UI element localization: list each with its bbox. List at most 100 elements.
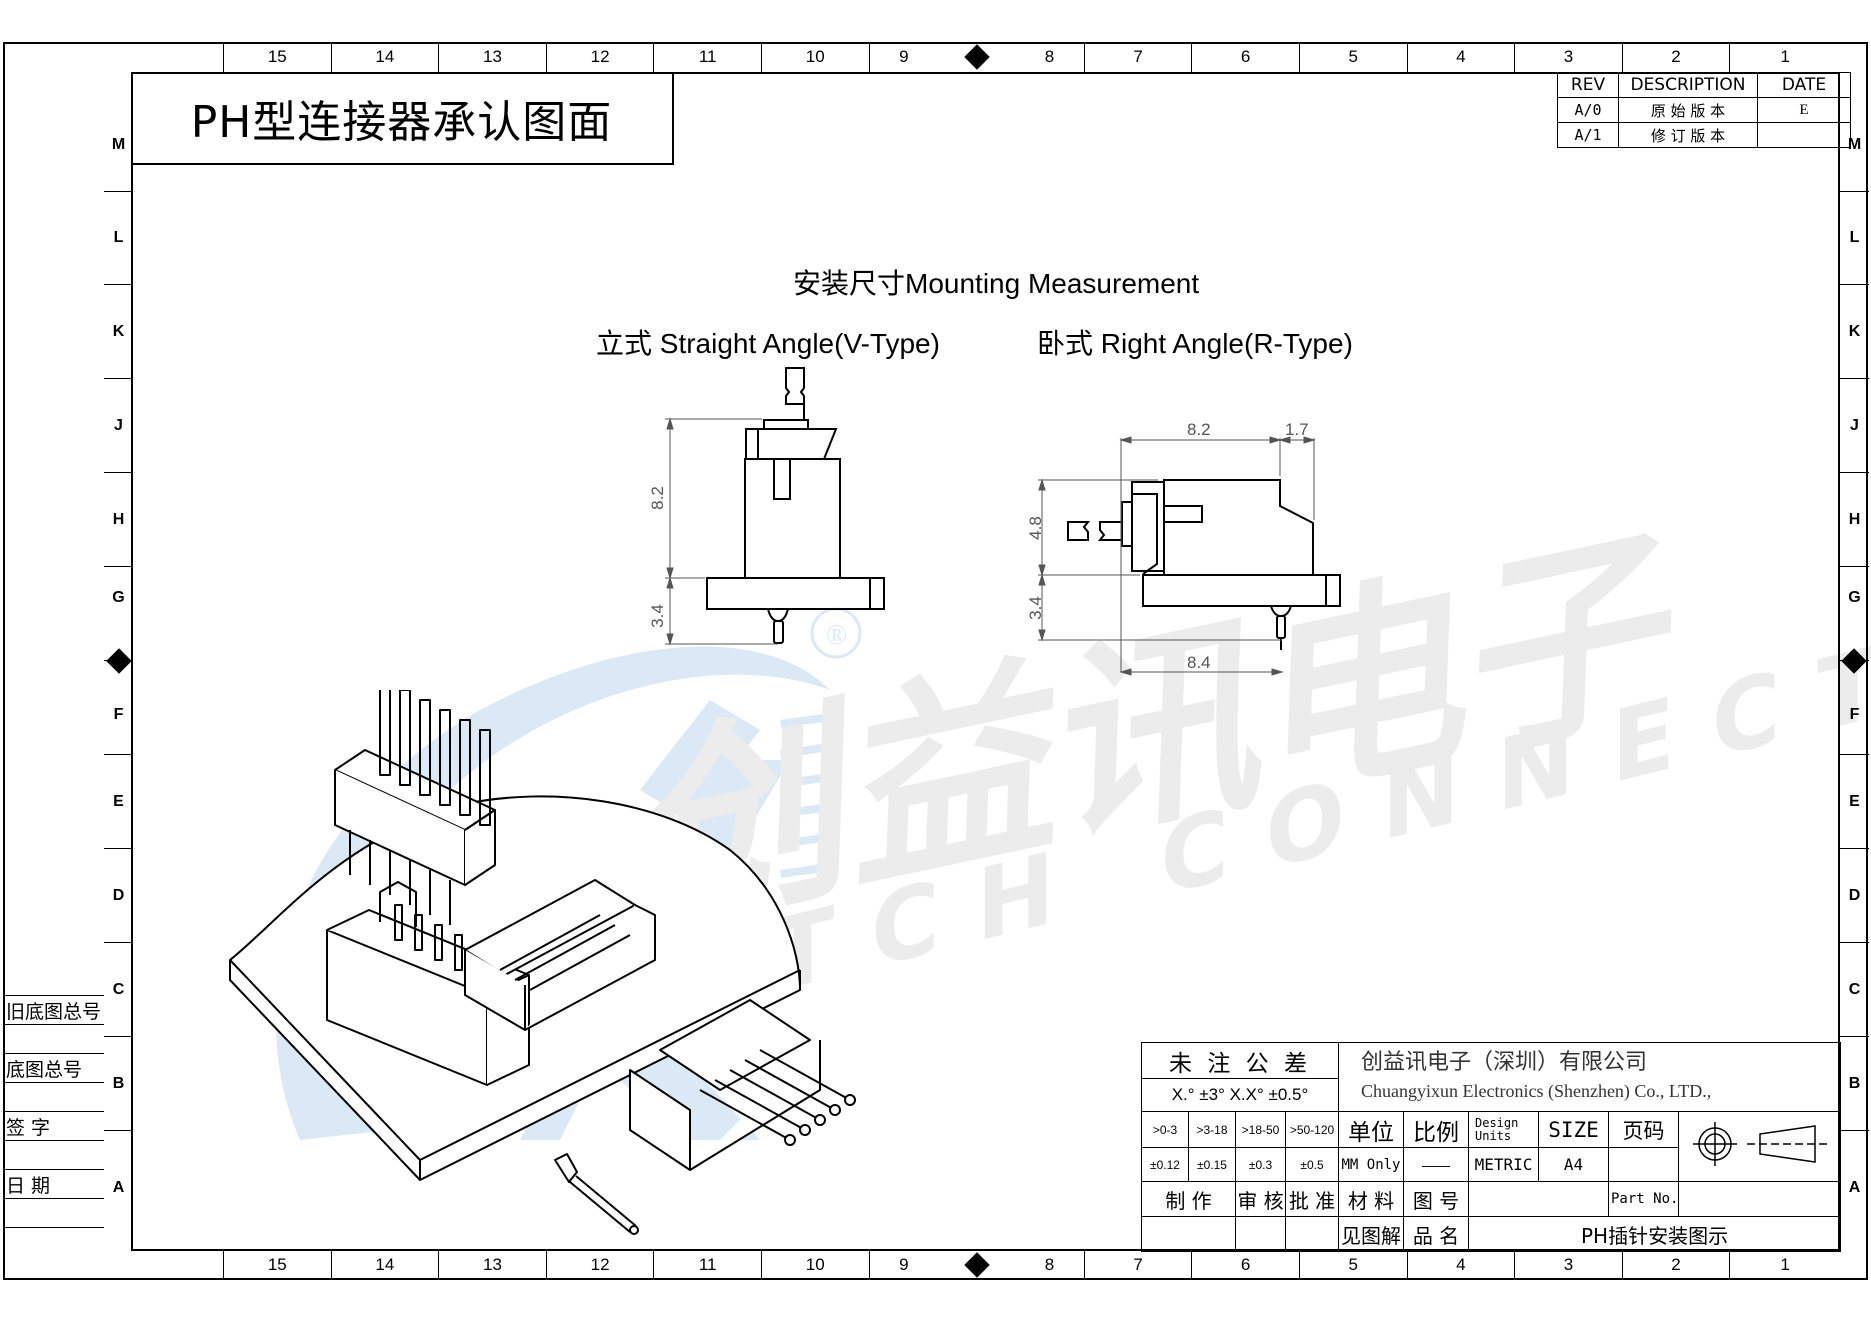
- center-mark-icon: [963, 1252, 990, 1278]
- right-ruler: M L K J H G F E D C B A: [1840, 98, 1869, 1251]
- date-field[interactable]: [3, 1198, 104, 1227]
- col-13: 13: [438, 42, 546, 72]
- row-H: H: [104, 472, 133, 566]
- date-label: 日 期: [3, 1169, 104, 1198]
- straight-angle-label: 立式 Straight Angle(V-Type): [596, 328, 940, 359]
- row-G: G: [104, 566, 133, 660]
- projection-symbol-cell: [1677, 1111, 1842, 1182]
- drawing-title: PH型连接器承认图面: [131, 72, 674, 165]
- right-angle-drawing: [1038, 436, 1341, 676]
- outer-border: [3, 42, 1868, 1280]
- right-angle-label: 卧式 Right Angle(R-Type): [1037, 328, 1353, 359]
- row-H: H: [1840, 472, 1869, 566]
- col-5: 5: [1298, 1250, 1407, 1280]
- row-E: E: [104, 754, 133, 848]
- col-11: 11: [653, 42, 761, 72]
- row-G: G: [1840, 566, 1869, 660]
- old-base-drawing-no-field[interactable]: [3, 1024, 104, 1053]
- made-by-label: 制 作: [1141, 1181, 1236, 1217]
- first-angle-projection-icon: [1692, 1122, 1830, 1166]
- col-14: 14: [330, 42, 439, 72]
- col-2: 2: [1621, 1250, 1730, 1280]
- unit-value: MM Only: [1338, 1147, 1404, 1182]
- col-5: 5: [1298, 42, 1407, 72]
- dim-right-body-height: 4.8: [1025, 516, 1045, 540]
- date-value: [1757, 122, 1851, 148]
- revision-header-row: REV DESCRIPTION DATE: [1557, 72, 1851, 98]
- row-D: D: [1840, 848, 1869, 942]
- col-9: 9: [899, 47, 909, 66]
- row-D: D: [104, 848, 133, 942]
- col-10: 10: [760, 42, 869, 72]
- rev-value: A/0: [1557, 97, 1619, 123]
- row-C: C: [1840, 942, 1869, 1036]
- date-value: E: [1757, 97, 1851, 123]
- rev-header: REV: [1557, 72, 1619, 98]
- range-2: >3-18: [1188, 1111, 1236, 1148]
- product-name-label: 品 名: [1403, 1216, 1469, 1252]
- crimp-terminal-icon: [554, 1153, 639, 1235]
- tolerance-2: ±0.15: [1188, 1147, 1236, 1182]
- bottom-ruler: 15 14 13 12 11 10 9 8 7 6 5 4 3 2 1: [223, 1250, 1840, 1280]
- reviewed-by-value[interactable]: [1235, 1216, 1286, 1252]
- row-K: K: [104, 284, 133, 378]
- col-2: 2: [1621, 42, 1730, 72]
- left-ruler: M L K J H G F E D C B A: [104, 98, 133, 1251]
- angle-tolerance: X.° ±3° X.X° ±0.5°: [1141, 1078, 1339, 1112]
- design-units-label: Design Units: [1468, 1111, 1539, 1148]
- dim-right-overhang: 1.7: [1285, 420, 1309, 439]
- approved-by-value[interactable]: [1285, 1216, 1339, 1252]
- product-name-value: PH插针安装图示: [1467, 1216, 1842, 1252]
- mounting-heading: 安装尺寸Mounting Measurement: [793, 268, 1200, 299]
- row-M: M: [111, 135, 126, 153]
- blank-field: [3, 1227, 104, 1283]
- row-J: J: [104, 378, 133, 472]
- col-4: 4: [1406, 42, 1515, 72]
- dim-straight-pin-height: 3.4: [647, 604, 667, 628]
- design-units-value: METRIC: [1468, 1147, 1539, 1182]
- right-angle-housing-icon: [629, 999, 856, 1171]
- vertical-housing-icon: [334, 690, 496, 925]
- row-K: K: [1840, 284, 1869, 378]
- col-14: 14: [330, 1250, 439, 1280]
- col-9: 9: [899, 1255, 909, 1274]
- tolerance-1: ±0.12: [1141, 1147, 1189, 1182]
- row-L: L: [1840, 191, 1869, 284]
- approved-by-label: 批 准: [1285, 1181, 1339, 1217]
- material-value: 见图解: [1338, 1216, 1404, 1252]
- signature-field[interactable]: [3, 1140, 104, 1169]
- description-value: 修 订 版 本: [1618, 122, 1758, 148]
- tolerance-4: ±0.5: [1285, 1147, 1339, 1182]
- col-1: 1: [1729, 1250, 1840, 1280]
- col-8: 8: [1044, 47, 1055, 66]
- row-L: L: [104, 191, 133, 284]
- stamp-block: 旧底图总号 底图总号 签 字 日 期: [3, 995, 104, 1283]
- inner-border: [131, 72, 1840, 1251]
- col-3: 3: [1514, 1250, 1622, 1280]
- row-M: M: [1847, 135, 1862, 153]
- col-8: 8: [1044, 1255, 1055, 1274]
- page-label: 页码: [1608, 1111, 1679, 1148]
- row-J: J: [1840, 378, 1869, 472]
- col-12: 12: [545, 1250, 654, 1280]
- straight-angle-drawing: [665, 367, 885, 646]
- drawing-no-value[interactable]: [1468, 1181, 1609, 1217]
- size-label: SIZE: [1538, 1111, 1609, 1148]
- reviewed-by-label: 审 核: [1235, 1181, 1286, 1217]
- row-E: E: [1840, 754, 1869, 848]
- part-no-value[interactable]: [1677, 1181, 1842, 1217]
- description-value: 原 始 版 本: [1618, 97, 1758, 123]
- connector-3d-illustration: [229, 690, 856, 1235]
- made-by-value[interactable]: [1141, 1216, 1236, 1252]
- base-drawing-no-field[interactable]: [3, 1082, 104, 1111]
- col-13: 13: [438, 1250, 546, 1280]
- dim-right-base-width: 8.4: [1187, 653, 1211, 672]
- unit-label: 单位: [1338, 1111, 1404, 1148]
- size-value: A4: [1538, 1147, 1609, 1182]
- col-10: 10: [760, 1250, 869, 1280]
- scale-label: 比例: [1403, 1111, 1469, 1148]
- dim-right-pin-height: 3.4: [1025, 596, 1045, 620]
- col-7: 7: [1083, 1250, 1192, 1280]
- range-1: >0-3: [1141, 1111, 1189, 1148]
- tolerance-3: ±0.3: [1235, 1147, 1286, 1182]
